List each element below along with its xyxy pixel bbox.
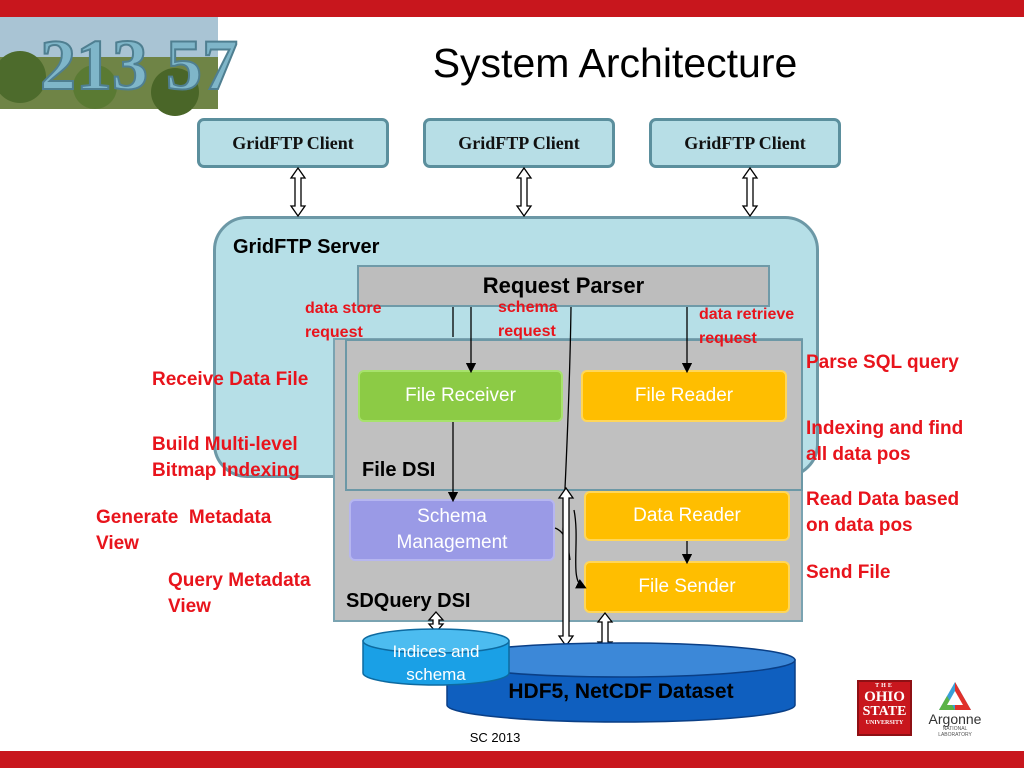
osu-logo-university: UNIVERSITY xyxy=(865,720,904,726)
photo-digits: 213 57 xyxy=(40,25,238,105)
query-line-2: View xyxy=(168,596,211,617)
file-sender-box: File Sender xyxy=(584,561,790,613)
bottom-accent-bar xyxy=(0,751,1024,768)
data-store-line-2: request xyxy=(305,324,363,341)
data-retrieve-line-1: data retrieve xyxy=(699,306,795,323)
argonne-triangle-icon xyxy=(939,682,971,710)
file-receiver-box: File Receiver xyxy=(358,370,563,422)
osu-logo-ohio: OHIO xyxy=(864,689,905,705)
client-1-double-arrow xyxy=(289,166,307,218)
schema-request-label: schema request xyxy=(498,296,558,344)
dataset-double-arrow-1 xyxy=(557,486,575,648)
data-retrieve-line-2: request xyxy=(699,330,757,347)
gridftp-server-label: GridFTP Server xyxy=(233,236,380,258)
footer-text: SC 2013 xyxy=(469,730,521,745)
slide-title: System Architecture xyxy=(432,40,798,86)
hdf5-dataset-label: HDF5, NetCDF Dataset xyxy=(508,680,734,703)
annotation-read-data: Read Data based on data pos xyxy=(806,487,959,539)
data-retrieve-request-label: data retrieve request xyxy=(699,303,794,351)
build-line-1: Build Multi-level xyxy=(152,434,298,455)
annotation-send-file: Send File xyxy=(806,562,891,583)
build-line-2: Bitmap Indexing xyxy=(152,460,300,481)
indices-label: Indices and schema xyxy=(363,640,509,686)
argonne-logo: Argonne NATIONAL LABORATORY xyxy=(920,680,990,740)
indexing-line-1: Indexing and find xyxy=(806,418,964,439)
read-line-1: Read Data based xyxy=(806,489,960,510)
gridftp-client-2: GridFTP Client xyxy=(423,118,615,168)
annotation-indexing-find-pos: Indexing and find all data pos xyxy=(806,416,963,468)
schema-management-box: Schema Management xyxy=(349,499,555,561)
generate-line-1: Generate Metadata xyxy=(96,507,272,528)
hdf5-dataset-cylinder xyxy=(446,642,796,723)
query-line-1: Query Metadata xyxy=(168,570,311,591)
client-2-double-arrow xyxy=(515,166,533,218)
file-dsi-label: File DSI xyxy=(362,459,436,481)
osu-logo: THE OHIO STATE UNIVERSITY xyxy=(857,680,912,736)
schema-request-line-1: schema xyxy=(498,299,558,316)
indices-line-1: Indices and xyxy=(392,642,480,661)
data-store-request-label: data store request xyxy=(305,297,381,345)
read-line-2: on data pos xyxy=(806,515,913,536)
indices-cylinder xyxy=(362,628,510,686)
file-reader-box: File Reader xyxy=(581,370,787,422)
sdquery-dsi-label: SDQuery DSI xyxy=(346,590,471,612)
data-store-line-1: data store xyxy=(305,300,382,317)
osu-logo-state: STATE xyxy=(862,704,907,719)
data-reader-box: Data Reader xyxy=(584,491,790,541)
indexing-line-2: all data pos xyxy=(806,444,911,465)
header-photo: 213 57 xyxy=(0,17,239,116)
argonne-national: NATIONAL xyxy=(942,726,968,732)
gridftp-client-1: GridFTP Client xyxy=(197,118,389,168)
schema-management-line-2: Management xyxy=(396,532,508,553)
generate-line-2: View xyxy=(96,533,139,554)
argonne-laboratory: LABORATORY xyxy=(938,732,972,738)
argonne-name: Argonne xyxy=(928,711,982,727)
top-accent-bar xyxy=(0,0,1024,17)
annotation-parse-sql-query: Parse SQL query xyxy=(806,352,959,373)
to-sender-curve xyxy=(573,509,587,589)
gridftp-client-3: GridFTP Client xyxy=(649,118,841,168)
header-photo-art: 213 57 xyxy=(0,17,239,116)
schema-management-line-1: Schema xyxy=(417,506,487,527)
osu-logo-the: THE xyxy=(875,683,894,689)
schema-request-line-2: request xyxy=(498,323,556,340)
indices-line-2: schema xyxy=(406,665,466,684)
client-3-double-arrow xyxy=(741,166,759,218)
annotation-query-metadata-view: Query Metadata View xyxy=(168,568,311,620)
request-parser: Request Parser xyxy=(357,265,770,307)
annotation-receive-data-file: Receive Data File xyxy=(152,369,309,390)
annotation-build-bitmap-indexing: Build Multi-level Bitmap Indexing xyxy=(152,432,300,484)
annotation-generate-metadata-view: Generate Metadata View xyxy=(96,505,271,557)
